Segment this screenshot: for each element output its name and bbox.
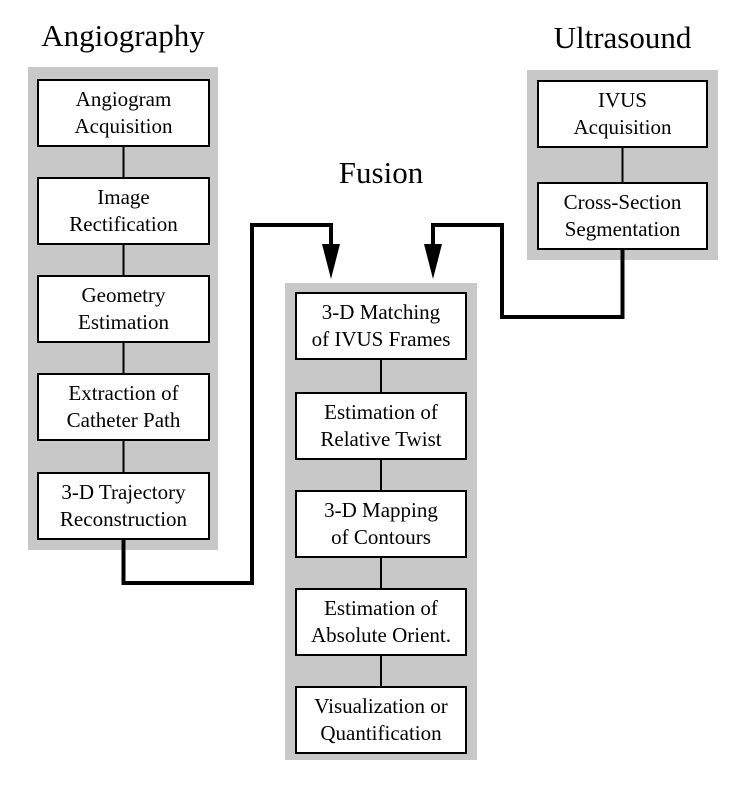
box-geometry-estimation: Geometry Estimation [37,275,210,343]
box-label: Cross-Section Segmentation [563,190,682,241]
angiography-column-title: Angiography [41,18,205,53]
box-visualization-or-quantification: Visualization or Quantification [295,686,467,754]
arrowhead-down-icon [322,244,340,279]
box-label: Visualization or Quantification [314,694,448,745]
box-label: 3-D Matching of IVUS Frames [311,300,451,351]
box-image-rectification: Image Rectification [37,177,210,245]
arrowhead-down-icon [424,244,442,279]
box-label: 3-D Trajectory Reconstruction [59,480,188,531]
box-estimation-of-relative-twist: Estimation of Relative Twist [295,392,467,460]
box-3d-matching-of-ivus-frames: 3-D Matching of IVUS Frames [295,292,467,360]
box-label: Estimation of Absolute Orient. [311,596,451,647]
box-label: Geometry Estimation [78,283,169,334]
box-3d-trajectory-reconstruction: 3-D Trajectory Reconstruction [37,472,210,540]
box-extraction-of-catheter-path: Extraction of Catheter Path [37,373,210,441]
fusion-column-title: Fusion [338,155,424,190]
box-label: Angiogram Acquisition [74,87,173,138]
box-3d-mapping-of-contours: 3-D Mapping of Contours [295,490,467,558]
box-label: Image Rectification [69,185,178,236]
box-label: Extraction of Catheter Path [66,381,181,432]
box-label: 3-D Mapping of Contours [324,498,438,549]
box-label: IVUS Acquisition [573,88,672,139]
box-angiogram-acquisition: Angiogram Acquisition [37,79,210,147]
box-label: Estimation of Relative Twist [320,400,442,451]
box-estimation-of-absolute-orientation: Estimation of Absolute Orient. [295,588,467,656]
box-ivus-acquisition: IVUS Acquisition [537,80,708,148]
ultrasound-column-title: Ultrasound [553,20,692,55]
box-cross-section-segmentation: Cross-Section Segmentation [537,182,708,250]
